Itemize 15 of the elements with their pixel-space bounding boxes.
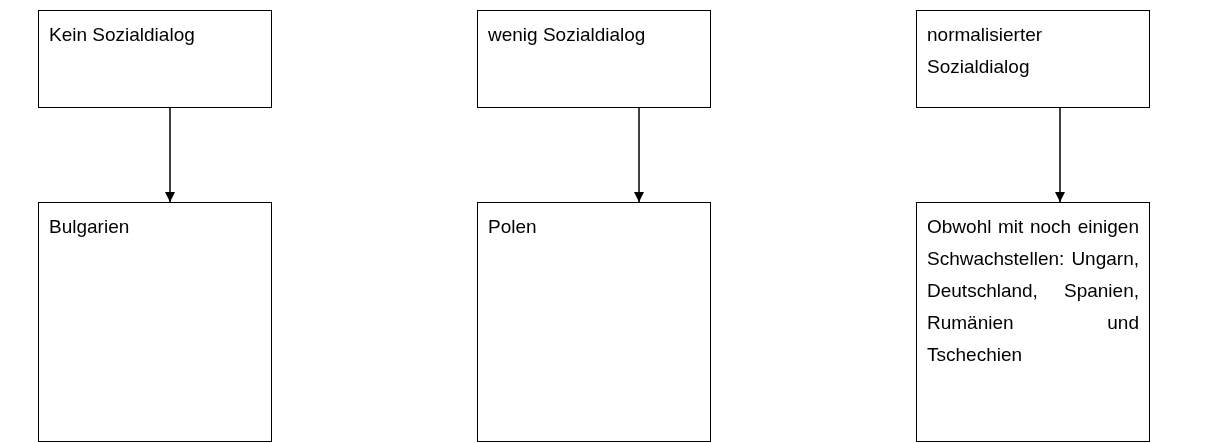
box-text: Obwohl mit noch einigen Schwachstellen: Ungarn, Deutschland, Spanien, Rumänien und Tschechien <box>927 215 1139 367</box>
arrow <box>165 107 175 203</box>
text-box <box>916 202 1150 442</box>
box-text: normalisierter Sozialdialog <box>927 23 1044 79</box>
text-box <box>916 10 1150 108</box>
text-box <box>38 10 272 108</box>
text-box <box>38 202 272 442</box>
box-text: wenig Sozialdialog <box>488 23 647 47</box>
text-box <box>477 202 711 442</box>
arrow <box>1055 107 1065 203</box>
text-box <box>477 10 711 108</box>
box-text: Kein Sozialdialog <box>49 23 196 47</box>
box-text: Polen <box>488 215 538 239</box>
arrow <box>634 107 644 203</box>
box-text: Bulgarien <box>49 215 131 239</box>
